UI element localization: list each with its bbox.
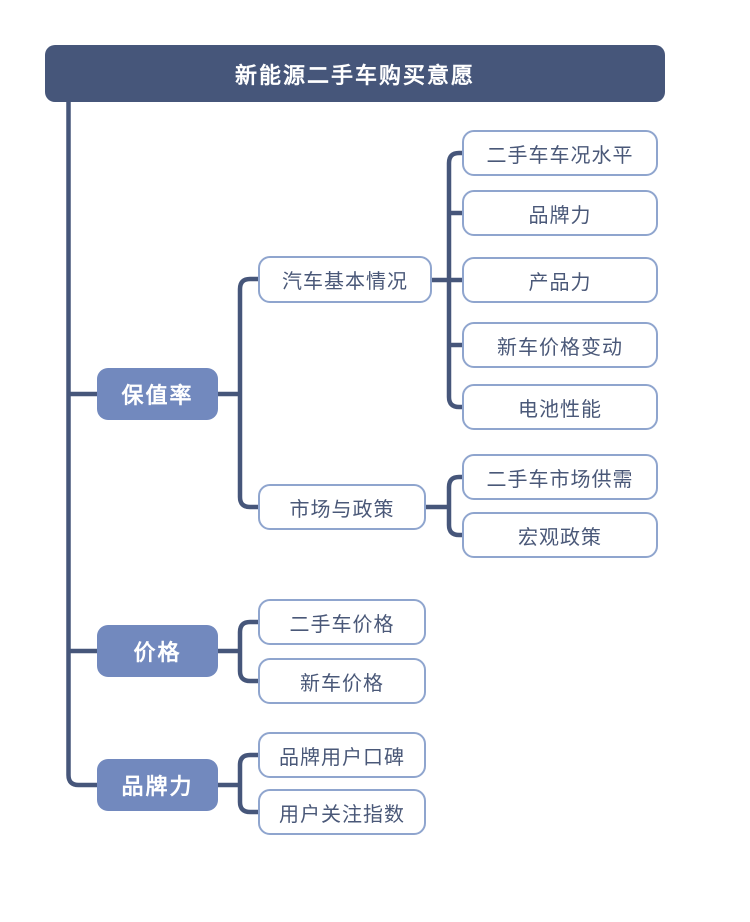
node-root: 新能源二手车购买意愿 bbox=[45, 45, 665, 102]
node-used-car-price: 二手车价格 bbox=[258, 599, 426, 645]
branch-retention-up bbox=[237, 276, 258, 394]
node-brand-power: 品牌力 bbox=[97, 759, 218, 811]
branch-retention-down bbox=[237, 394, 258, 510]
node-macro-policy: 宏观政策 bbox=[462, 512, 658, 558]
branch-brand-up bbox=[237, 752, 258, 785]
branch-carinfo-down bbox=[446, 280, 462, 410]
branch-brand-down bbox=[237, 785, 258, 815]
node-used-car-supply-demand: 二手车市场供需 bbox=[462, 454, 658, 500]
node-used-car-condition-level: 二手车车况水平 bbox=[462, 130, 658, 176]
node-new-car-price-change: 新车价格变动 bbox=[462, 322, 658, 368]
spine-line bbox=[66, 102, 97, 788]
branch-price-down bbox=[237, 651, 258, 684]
node-car-basic-info: 汽车基本情况 bbox=[258, 256, 432, 303]
node-user-attention-index: 用户关注指数 bbox=[258, 789, 426, 835]
node-brand-user-reputation: 品牌用户口碑 bbox=[258, 732, 426, 778]
node-new-car-price: 新车价格 bbox=[258, 658, 426, 704]
node-price: 价格 bbox=[97, 625, 218, 677]
node-product-power: 产品力 bbox=[462, 257, 658, 303]
node-battery-performance: 电池性能 bbox=[462, 384, 658, 430]
branch-price-up bbox=[237, 619, 258, 651]
node-retention-rate: 保值率 bbox=[97, 368, 218, 420]
branch-carinfo-up bbox=[446, 150, 462, 280]
node-market-and-policy: 市场与政策 bbox=[258, 484, 426, 530]
branch-market-down bbox=[446, 507, 462, 538]
node-brand-power-factor: 品牌力 bbox=[462, 190, 658, 236]
branch-market-up bbox=[446, 474, 462, 507]
